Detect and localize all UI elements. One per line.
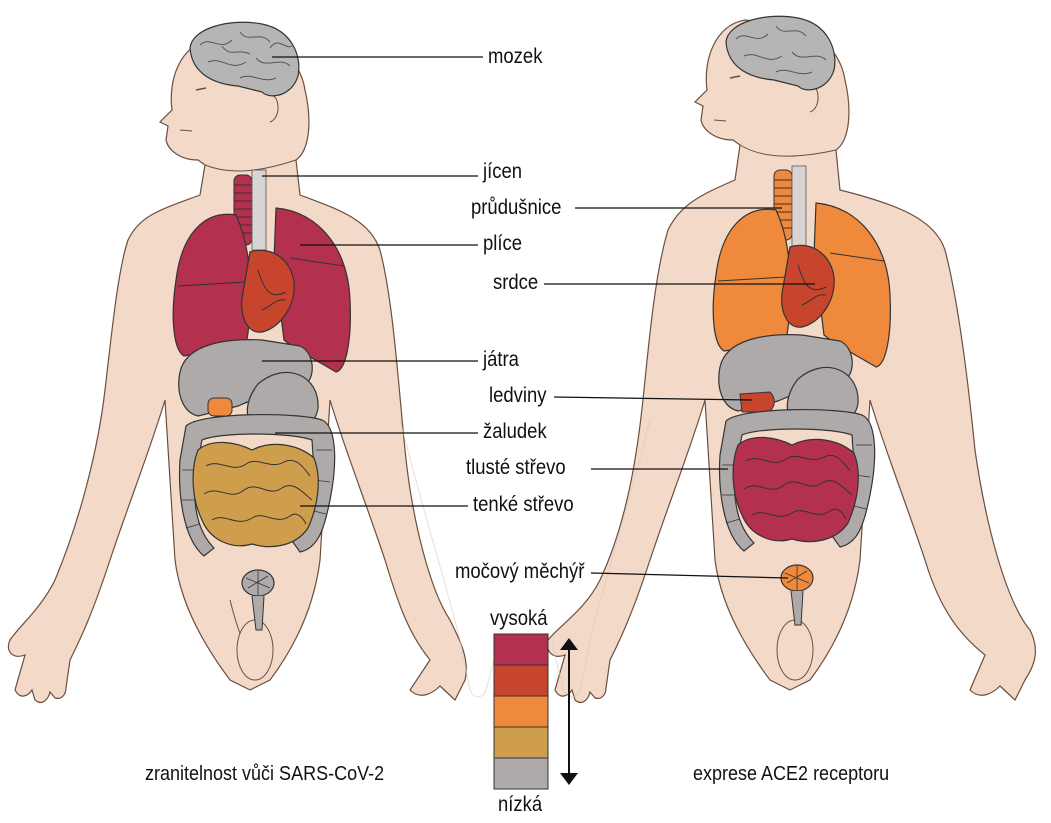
left-genitals <box>237 620 273 680</box>
right-esophagus <box>792 166 806 246</box>
label-tluste-strevo: tlusté střevo <box>466 457 566 478</box>
legend-label-low: nízká <box>498 794 542 815</box>
left-small-intestine <box>193 442 318 546</box>
label-jatra: játra <box>483 349 519 370</box>
legend-swatch-1 <box>494 634 548 665</box>
legend-label-high: vysoká <box>490 608 548 629</box>
right-small-intestine <box>733 437 858 541</box>
legend-swatch-2 <box>494 665 548 696</box>
legend-color-scale <box>494 634 548 789</box>
label-tenke-strevo: tenké střevo <box>473 494 574 515</box>
label-prudusnice: průdušnice <box>471 197 561 218</box>
label-plice: plíce <box>483 233 522 254</box>
left-figure <box>8 22 466 702</box>
legend-swatch-3 <box>494 696 548 727</box>
caption-left: zranitelnost vůči SARS-CoV-2 <box>145 764 384 784</box>
left-esophagus <box>252 170 266 250</box>
label-mocovy-mechyr: močový měchýř <box>455 561 584 582</box>
caption-right: exprese ACE2 receptoru <box>693 764 889 784</box>
label-srdce: srdce <box>493 272 538 293</box>
right-kidney <box>740 392 774 412</box>
label-ledviny: ledviny <box>489 385 547 406</box>
label-zaludek: žaludek <box>483 421 547 442</box>
legend-swatch-5 <box>494 758 548 789</box>
label-jicen: jícen <box>483 161 522 182</box>
right-figure <box>547 16 1035 702</box>
right-genitals <box>777 620 813 680</box>
label-mozek: mozek <box>488 46 542 67</box>
legend-swatch-4 <box>494 727 548 758</box>
